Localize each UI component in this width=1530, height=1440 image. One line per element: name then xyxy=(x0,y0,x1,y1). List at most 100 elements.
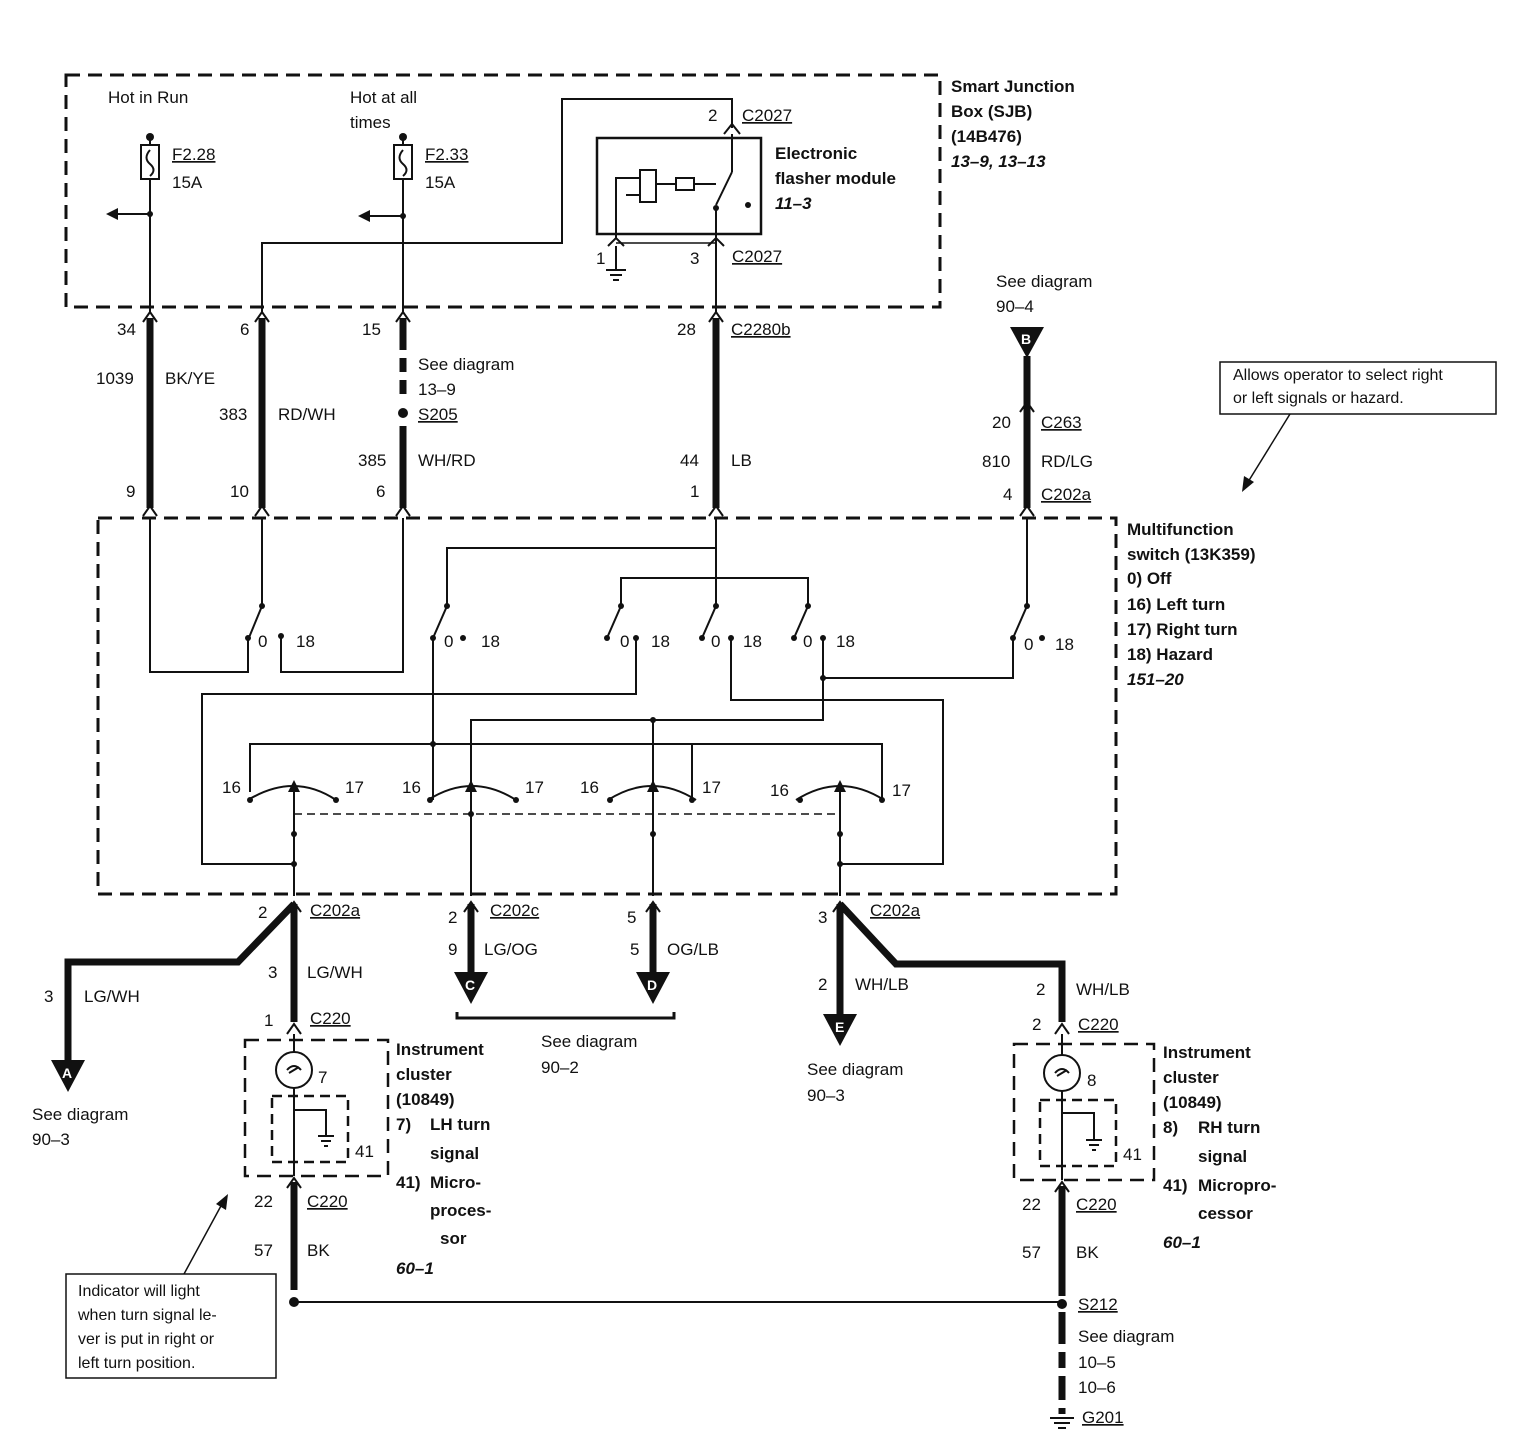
diagram-label: 9 xyxy=(126,482,135,501)
wire-segment xyxy=(1054,1180,1070,1193)
diagram-label: 18 xyxy=(296,632,315,651)
wire-segment xyxy=(730,638,944,865)
diagram-label: D xyxy=(647,977,657,993)
diagram-label: 7 xyxy=(318,1068,327,1087)
wire-segment xyxy=(142,504,158,517)
diagram-label: A xyxy=(62,1065,72,1081)
diagram-label: 16 xyxy=(770,781,789,800)
wire-segment xyxy=(1061,1091,1095,1180)
diagram-label: 8 xyxy=(1087,1071,1096,1090)
g201-label: G201 xyxy=(1082,1408,1124,1427)
callout-arrow-icon xyxy=(1242,476,1254,492)
diagram-label: 0 xyxy=(711,632,720,651)
sjb-title-3: (14B476) xyxy=(951,127,1022,146)
diagram-label: LG/WH xyxy=(307,963,363,982)
fuse-f228-amp: 15A xyxy=(172,173,203,192)
wire-segment xyxy=(820,675,826,681)
diagram-label: 5 xyxy=(630,940,639,959)
diagram-label: 3 xyxy=(690,249,699,268)
callout-bottom-arrow-icon xyxy=(216,1194,228,1210)
wire-segment xyxy=(837,831,843,837)
wire-segment xyxy=(398,149,408,177)
diagram-label: 28 xyxy=(677,320,696,339)
wire-segment xyxy=(645,900,661,913)
wire-segment xyxy=(286,1022,302,1035)
diagram-label: E xyxy=(835,1019,844,1035)
diagram-label: 20 xyxy=(992,413,1011,432)
flasher-title-1: Electronic xyxy=(775,144,857,163)
wire-segment xyxy=(395,310,411,323)
wire-segment xyxy=(647,780,659,792)
diagram-label: 151–20 xyxy=(1127,670,1184,689)
offpage-a-marker[interactable] xyxy=(51,1060,85,1092)
diagram-label: 17 xyxy=(345,778,364,797)
wire-segment xyxy=(201,638,637,865)
splice-s205 xyxy=(398,408,408,418)
wire-segment xyxy=(286,1176,302,1189)
wire-segment xyxy=(291,861,297,867)
wire-segment xyxy=(1019,504,1035,517)
diagram-label: 41) xyxy=(1163,1176,1188,1195)
diagram-label: BK/YE xyxy=(165,369,215,388)
diagram-label: 60–1 xyxy=(1163,1233,1201,1252)
diagram-label: 3 xyxy=(818,908,827,927)
hot-at-all-times-label-2: times xyxy=(350,113,391,132)
diagram-label: 16 xyxy=(402,778,421,797)
diagram-label: when turn signal le- xyxy=(77,1307,217,1324)
diagram-label: Indicator will light xyxy=(78,1283,200,1300)
wire-segment xyxy=(607,797,613,803)
wire-segment xyxy=(291,831,297,837)
diagram-label: 10 xyxy=(230,482,249,501)
wire-segment xyxy=(689,797,695,803)
diagram-label: 16 xyxy=(222,778,241,797)
wire-segment xyxy=(460,635,466,641)
wire-segment xyxy=(1019,400,1035,413)
wire-segment xyxy=(1247,413,1291,483)
diagram-label: 15 xyxy=(362,320,381,339)
diagram-label: 0 xyxy=(444,632,453,651)
arrow-left-icon xyxy=(106,208,118,220)
diagram-label: 6 xyxy=(240,320,249,339)
diagram-label: BK xyxy=(307,1241,330,1260)
offpage-b-marker[interactable] xyxy=(1010,327,1044,358)
diagram-label: cluster xyxy=(396,1065,452,1084)
diagram-label: signal xyxy=(430,1144,479,1163)
wire-segment xyxy=(823,638,1014,679)
diagram-label: Micro- xyxy=(430,1173,481,1192)
diagram-label: 17 xyxy=(525,778,544,797)
diagram-label: 90–3 xyxy=(32,1130,70,1149)
wire-segment xyxy=(288,780,300,792)
wire-segment xyxy=(463,900,479,913)
diagram-label: 17 xyxy=(702,778,721,797)
diagram-label: 2 xyxy=(448,908,457,927)
diagram-label: cluster xyxy=(1163,1068,1219,1087)
ground-g201-icon xyxy=(1050,1417,1074,1429)
ground-icon-2 xyxy=(318,1135,334,1147)
diagram-label: 13–9 xyxy=(418,380,456,399)
diagram-label: See diagram xyxy=(418,355,514,374)
diagram-label: LG/WH xyxy=(84,987,140,1006)
wire-segment xyxy=(465,780,477,792)
wire-segment xyxy=(333,797,339,803)
diagram-label: 18) Hazard xyxy=(1127,645,1213,664)
diagram-label: 17 xyxy=(892,781,911,800)
wire-segment xyxy=(142,310,158,323)
diagram-label: switch (13K359) xyxy=(1127,545,1256,564)
callout-bottom-box xyxy=(65,1273,277,1379)
wire-segment xyxy=(607,236,625,247)
diagram-label: 16 xyxy=(580,778,599,797)
diagram-label: WH/RD xyxy=(418,451,476,470)
wire-segment xyxy=(254,310,270,323)
flasher-ref: 11–3 xyxy=(775,194,812,213)
ic-left-boundary xyxy=(243,1038,390,1178)
diagram-label: 18 xyxy=(743,632,762,651)
wire-segment xyxy=(280,518,404,673)
offpage-d-marker[interactable] xyxy=(636,972,670,1004)
sjb-ref: 13–9, 13–13 xyxy=(951,152,1046,171)
diagram-label: Instrument xyxy=(1163,1043,1251,1062)
offpage-e-marker[interactable] xyxy=(823,1014,857,1046)
diagram-label: 41) xyxy=(396,1173,421,1192)
wire-segment xyxy=(432,605,448,639)
offpage-c-marker[interactable] xyxy=(454,972,488,1004)
mfs-internal-wiring: 0 18 0 18 0 18 0 18 0 18 xyxy=(149,518,1074,896)
